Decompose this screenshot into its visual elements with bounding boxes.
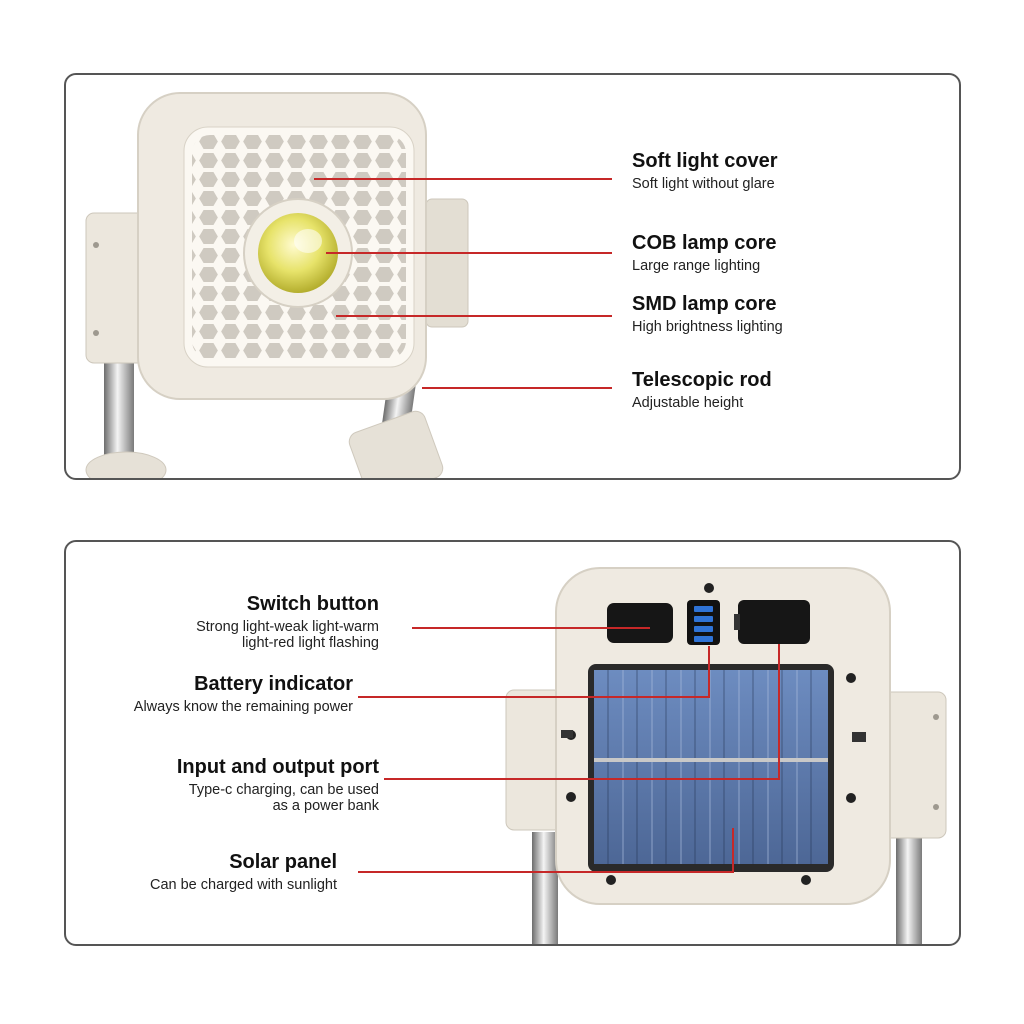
feature-switch-button: Switch button Strong light-weak light-wa…	[196, 592, 379, 651]
port-cover-shape	[738, 600, 810, 644]
leader-line	[384, 778, 780, 780]
feature-subtitle: Large range lighting	[632, 258, 761, 274]
switch-button-shape	[607, 603, 673, 643]
feature-subtitle: Adjustable height	[632, 395, 744, 411]
leader-line	[708, 646, 710, 698]
feature-title: Soft light cover	[632, 150, 778, 172]
leader-line	[778, 644, 780, 780]
feature-solar-panel: Solar panel Can be charged with sunlight	[150, 850, 337, 893]
feature-input-output-port: Input and output port Type-c charging, c…	[177, 755, 379, 814]
feature-subtitle-line: Can be charged with sunlight	[149, 877, 337, 893]
feature-title: COB lamp core	[632, 232, 777, 254]
feature-subtitle-line: Strong light-weak light-warm	[196, 619, 379, 635]
feature-subtitle-line: light-red light flashing	[241, 635, 379, 651]
leader-line	[314, 178, 612, 180]
feature-subtitle-line: Always know the remaining power	[133, 699, 353, 715]
feature-subtitle: High brightness lighting	[632, 319, 783, 335]
leader-line	[412, 627, 650, 629]
leader-line	[422, 387, 612, 389]
feature-title: Solar panel	[229, 851, 337, 873]
feature-title: Input and output port	[176, 756, 379, 778]
lamp-back-illustration	[505, 567, 947, 944]
feature-title: Battery indicator	[194, 673, 353, 695]
leader-line	[336, 315, 612, 317]
leader-line	[358, 871, 734, 873]
feature-subtitle: Soft light without glare	[632, 176, 775, 192]
lamp-front-illustration	[85, 92, 469, 478]
feature-smd-lamp-core: SMD lamp core High brightness lighting	[632, 292, 783, 335]
right-rod	[896, 832, 922, 944]
feature-telescopic-rod: Telescopic rod Adjustable height	[632, 368, 772, 411]
feature-subtitle-line: Type-c charging, can be used	[188, 782, 379, 798]
front-view-panel: Soft light cover Soft light without glar…	[64, 73, 961, 480]
leader-line	[732, 828, 734, 873]
feature-cob-lamp-core: COB lamp core Large range lighting	[632, 231, 776, 274]
feature-soft-light-cover: Soft light cover Soft light without glar…	[632, 149, 778, 192]
left-bracket	[505, 689, 563, 831]
feature-title: Switch button	[246, 593, 379, 615]
left-rod	[532, 832, 558, 944]
right-bracket	[425, 198, 469, 328]
feature-title: SMD lamp core	[632, 293, 777, 315]
back-view-panel: Switch button Strong light-weak light-wa…	[64, 540, 961, 946]
feature-battery-indicator: Battery indicator Always know the remain…	[134, 672, 353, 715]
feature-title: Telescopic rod	[632, 369, 772, 391]
feature-subtitle-line: as a power bank	[272, 798, 379, 814]
leader-line	[326, 252, 612, 254]
leader-line	[358, 696, 710, 698]
